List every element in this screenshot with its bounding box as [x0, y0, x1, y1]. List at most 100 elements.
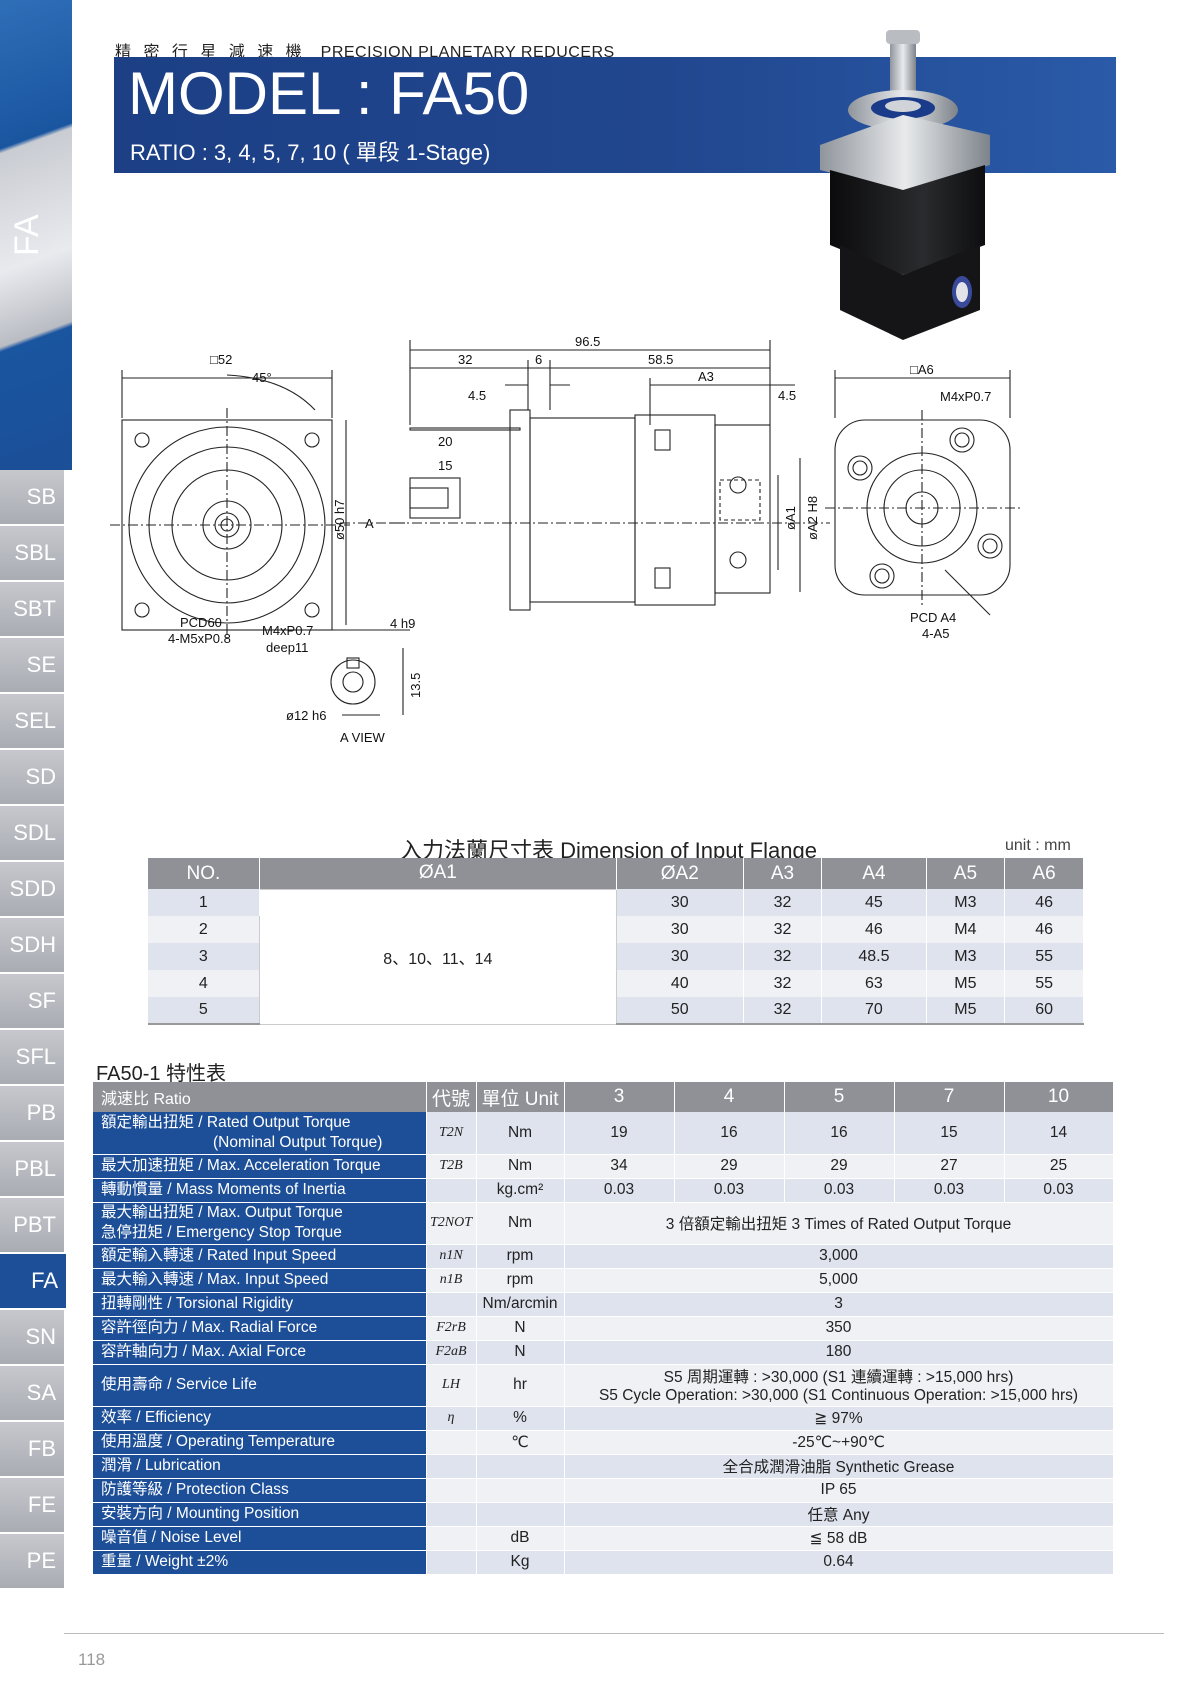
spec-symbol — [426, 1502, 477, 1527]
spec-label-cell: 額定輸出扭矩 / Rated Output Torque(Nominal Out… — [93, 1112, 427, 1155]
side-tab-pbt[interactable]: PBT — [0, 1198, 64, 1254]
flange-cell: 55 — [1004, 943, 1084, 970]
side-tab-pb[interactable]: PB — [0, 1086, 64, 1142]
side-tab-sn[interactable]: SN — [0, 1310, 64, 1366]
aview-135-label: 13.5 — [408, 673, 423, 698]
spec-symbol: n1B — [426, 1268, 477, 1293]
aview-title: A VIEW — [340, 730, 386, 745]
flange-cell: 30 — [616, 916, 744, 943]
spec-table-caption: FA50-1 特性表 — [96, 1063, 227, 1085]
spec-symbol — [426, 1178, 477, 1203]
front-pcd-label: PCD60 — [180, 615, 222, 630]
flange-header-cell: A5 — [926, 858, 1006, 889]
flange-cell: 40 — [616, 970, 744, 997]
spec-symbol: n1N — [426, 1244, 477, 1269]
spec-label: 效率 / Efficiency — [101, 1409, 211, 1426]
spec-header-cell: 5 — [784, 1082, 895, 1112]
dim-6-label: 6 — [535, 352, 542, 367]
dim-phia2-label: øA2 H8 — [805, 496, 820, 540]
side-tab-sf[interactable]: SF — [0, 974, 64, 1030]
flange-cell-a1: 8、10、11、14 — [258, 888, 617, 1025]
ratio-line: RATIO : 3, 4, 5, 7, 10 ( 單段 1-Stage) — [130, 140, 491, 165]
spec-value: 0.03 — [564, 1178, 675, 1203]
flange-cell: 32 — [743, 916, 823, 943]
side-tab-sd[interactable]: SD — [0, 750, 64, 806]
side-tab-fe[interactable]: FE — [0, 1478, 64, 1534]
spec-span-line1: 350 — [825, 1319, 852, 1336]
side-nav-current-label: FA — [8, 214, 46, 256]
side-tab-fb[interactable]: FB — [0, 1422, 64, 1478]
spec-value: 19 — [564, 1112, 675, 1155]
side-tab-sa[interactable]: SA — [0, 1366, 64, 1422]
aview-key-label: 4 h9 — [390, 616, 415, 631]
side-tab-sdh[interactable]: SDH — [0, 918, 64, 974]
dim-45b-label: 4.5 — [778, 388, 796, 403]
side-tab-sdl[interactable]: SDL — [0, 806, 64, 862]
spec-symbol — [426, 1454, 477, 1479]
side-tab-sdd[interactable]: SDD — [0, 862, 64, 918]
spec-label-cell: 效率 / Efficiency — [93, 1406, 427, 1431]
spec-symbol — [426, 1430, 477, 1455]
spec-unit: Nm — [476, 1112, 565, 1155]
spec-span-value: 全合成潤滑油脂 Synthetic Grease — [564, 1454, 1114, 1479]
spec-unit: % — [476, 1406, 565, 1431]
spec-span-value: 5,000 — [564, 1268, 1114, 1293]
spec-label: 容許軸向力 / Max. Axial Force — [101, 1343, 306, 1360]
flange-header-cell: A3 — [743, 858, 823, 889]
spec-span-value: 0.64 — [564, 1550, 1114, 1575]
flange-cell-no: 3 — [148, 943, 260, 970]
spec-unit: rpm — [476, 1244, 565, 1269]
spec-table-body: 額定輸出扭矩 / Rated Output Torque(Nominal Out… — [93, 1112, 1114, 1575]
spec-label-cell: 安裝方向 / Mounting Position — [93, 1502, 427, 1527]
model-title: MODEL : FA50 — [128, 60, 530, 127]
spec-label-cell: 最大輸入轉速 / Max. Input Speed — [93, 1268, 427, 1293]
spec-span-value: 180 — [564, 1340, 1114, 1365]
flange-cell-no: 2 — [148, 916, 260, 943]
side-tab-sbt[interactable]: SBT — [0, 582, 64, 638]
technical-drawing: □52 45° PCD60 4-M5xP0.8 96.5 32 6 58.5 A… — [110, 334, 1020, 745]
side-tab-se[interactable]: SE — [0, 638, 64, 694]
spec-value: 0.03 — [784, 1178, 895, 1203]
spec-label-cell: 潤滑 / Lubrication — [93, 1454, 427, 1479]
spec-value: 27 — [894, 1154, 1005, 1179]
spec-label: 容許徑向力 / Max. Radial Force — [101, 1319, 318, 1336]
spec-label: 最大輸入轉速 / Max. Input Speed — [101, 1271, 329, 1288]
flange-cell: 50 — [616, 997, 744, 1025]
footer-divider — [64, 1633, 1164, 1634]
flange-cell: 60 — [1004, 997, 1084, 1025]
side-tab-fa[interactable]: FA — [0, 1254, 66, 1310]
side-tab-pbl[interactable]: PBL — [0, 1142, 64, 1198]
side-tab-sbl[interactable]: SBL — [0, 526, 64, 582]
side-tab-sfl[interactable]: SFL — [0, 1030, 64, 1086]
spec-span-line1: 全合成潤滑油脂 Synthetic Grease — [722, 1459, 955, 1476]
spec-unit: rpm — [476, 1268, 565, 1293]
flange-header-cell: NO. — [148, 858, 260, 889]
spec-label-cell: 轉動慣量 / Mass Moments of Inertia — [93, 1178, 427, 1203]
rear-thread-label: M4xP0.7 — [940, 389, 991, 404]
flange-cell: M5 — [926, 970, 1006, 997]
spec-span-value: 3 — [564, 1292, 1114, 1317]
dim-45a-label: 4.5 — [468, 388, 486, 403]
side-tab-pe[interactable]: PE — [0, 1534, 64, 1590]
flange-cell-no: 4 — [148, 970, 260, 997]
flange-cell: 48.5 — [821, 943, 927, 970]
side-tab-sb[interactable]: SB — [0, 470, 64, 526]
side-tab-sel[interactable]: SEL — [0, 694, 64, 750]
spec-symbol: F2aB — [426, 1340, 477, 1365]
flange-cell: 55 — [1004, 970, 1084, 997]
spec-label-cell: 額定輸入轉速 / Rated Input Speed — [93, 1244, 427, 1269]
